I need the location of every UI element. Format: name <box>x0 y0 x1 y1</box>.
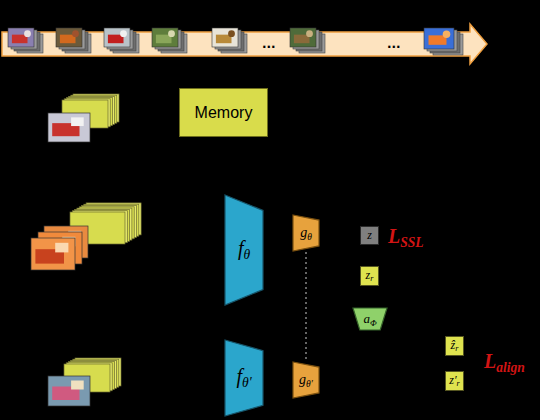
node-label: z <box>367 228 372 243</box>
embedding-square: ẑr <box>445 336 464 356</box>
embedding-square: z′r <box>445 371 464 391</box>
photo-thumbnail <box>212 28 238 47</box>
photo-detail <box>168 30 175 37</box>
timeline-arrow <box>2 24 487 64</box>
node-label: ẑr <box>451 338 459 353</box>
augmented-view-stack <box>64 358 121 392</box>
embedding-square: z <box>360 226 379 245</box>
image-stack <box>56 28 91 53</box>
input-image <box>31 238 75 270</box>
image-stack <box>212 28 247 53</box>
image-stack <box>152 28 187 53</box>
input-image <box>48 113 90 142</box>
ellipsis-mark: ... <box>262 37 276 51</box>
ellipsis-mark: ... <box>387 37 401 51</box>
photo <box>48 113 90 142</box>
photo-detail <box>120 30 127 37</box>
photo-detail <box>306 30 313 37</box>
node-label: zr <box>366 268 374 283</box>
node-label: gθ′ <box>299 372 313 389</box>
shape-fill <box>225 195 263 305</box>
input-image <box>48 376 90 406</box>
photo-thumbnail <box>56 28 82 47</box>
node-label: z′r <box>449 373 459 388</box>
encoder-block: fθ <box>225 195 263 305</box>
photo-detail <box>55 243 68 253</box>
alignment-block: aΦ <box>353 308 387 330</box>
photo-thumbnail <box>424 28 454 49</box>
shape-fill <box>293 362 319 398</box>
node-label: fθ′ <box>236 365 251 391</box>
photo-detail <box>443 31 451 39</box>
dotted-connector <box>305 252 306 361</box>
image-stack <box>290 28 325 53</box>
photo-thumbnail <box>290 28 316 47</box>
photo <box>48 376 90 406</box>
loss-label: LSSL <box>388 225 424 251</box>
node-label: Memory <box>195 104 253 122</box>
photo <box>31 238 75 270</box>
loss-label: Lalign <box>484 350 525 376</box>
embedding-square: zr <box>360 266 379 286</box>
photo-detail <box>71 117 84 126</box>
shape-fill <box>353 308 387 330</box>
node-label: fθ <box>238 237 250 263</box>
image-stack <box>8 28 43 53</box>
memory-buffer: Memory <box>179 88 268 137</box>
photo-detail <box>24 30 31 37</box>
photo-detail <box>71 381 84 390</box>
encoder-block: fθ′ <box>225 340 263 416</box>
node-label: aΦ <box>363 311 376 328</box>
photo-thumbnail <box>104 28 130 47</box>
shape-fill <box>225 340 263 416</box>
projector-block: gθ′ <box>293 362 319 398</box>
projector-block: gθ <box>293 215 319 251</box>
photo-thumbnail <box>152 28 178 47</box>
node-label: gθ <box>300 225 312 242</box>
photo-detail <box>228 30 235 37</box>
image-stack <box>424 28 463 55</box>
photo-thumbnail <box>8 28 34 47</box>
image-stack <box>104 28 139 53</box>
shape-fill <box>293 215 319 251</box>
photo-detail <box>72 30 79 37</box>
